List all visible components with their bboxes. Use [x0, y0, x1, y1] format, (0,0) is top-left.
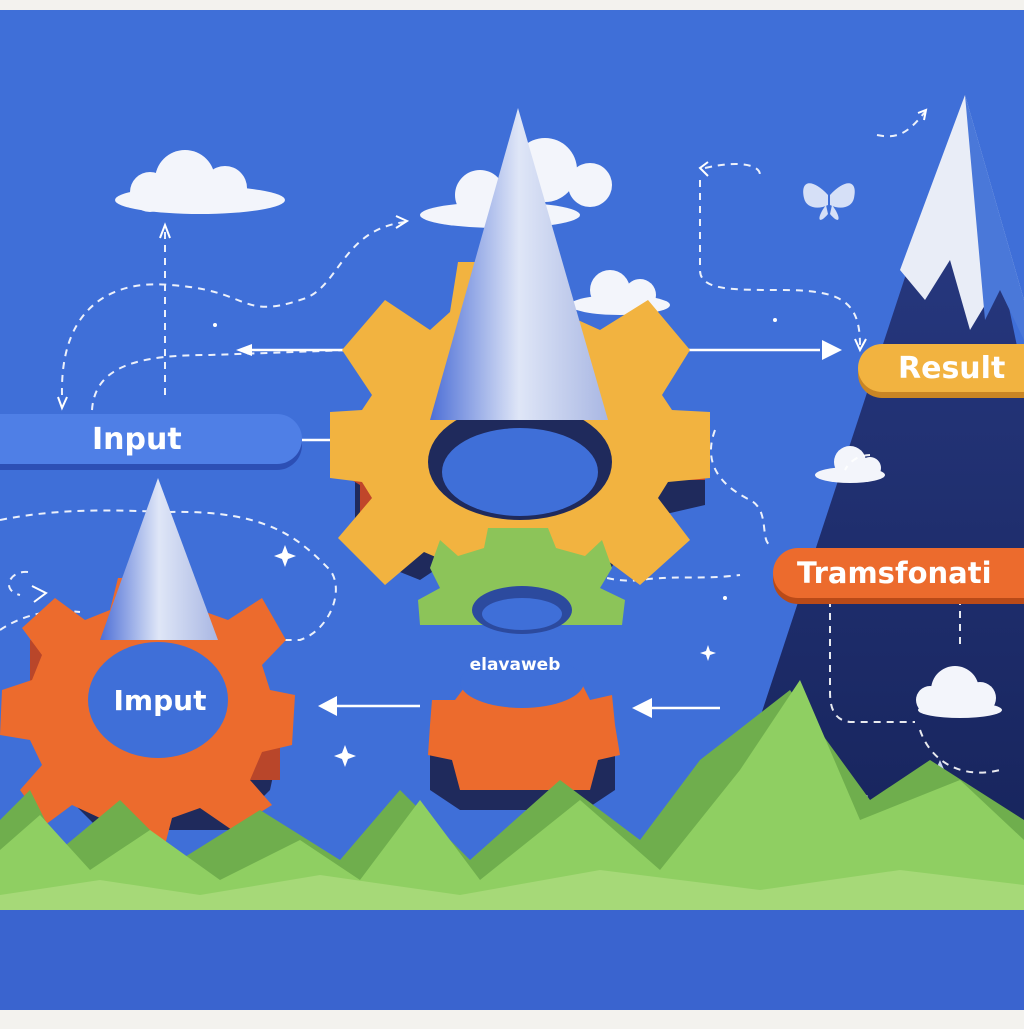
- butterfly-icon: [803, 183, 855, 220]
- gear-icon: [0, 578, 295, 845]
- cloud-icon: [815, 446, 885, 483]
- sparkle-icon: [213, 318, 777, 767]
- input-label: Input: [0, 414, 302, 464]
- gear-icon: [418, 528, 625, 634]
- result-label: Result: [858, 344, 1024, 392]
- cloud-icon: [115, 150, 285, 214]
- middle-gear-label: elavaweb: [469, 655, 561, 675]
- arrow-icon: [236, 340, 842, 718]
- hills: [0, 680, 1024, 910]
- bottom-band: [0, 905, 1024, 1010]
- cone-shape: [430, 108, 608, 420]
- gear-input-label: Imput: [113, 683, 207, 717]
- cloud-icon: [570, 270, 670, 315]
- transformation-label: Tramsfonati: [773, 548, 1024, 598]
- cloud-icon: [916, 666, 1002, 718]
- cone-shape: [100, 478, 218, 640]
